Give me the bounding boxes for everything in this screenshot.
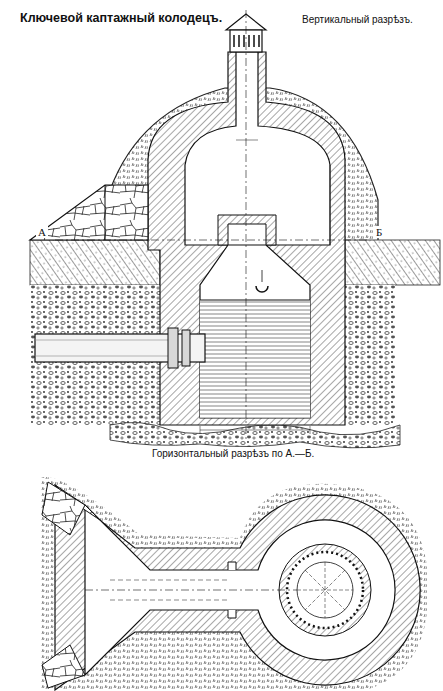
- section-caption: Вертикальный разрѣзъ.: [300, 14, 415, 25]
- section-caption: Горизонтальный разрѣзъ по А.—Б.: [150, 448, 316, 459]
- section-letter: А: [36, 226, 48, 238]
- section-letter: Б: [374, 226, 384, 238]
- drawing-title: Ключевой каптажный колодецъ.: [18, 12, 224, 26]
